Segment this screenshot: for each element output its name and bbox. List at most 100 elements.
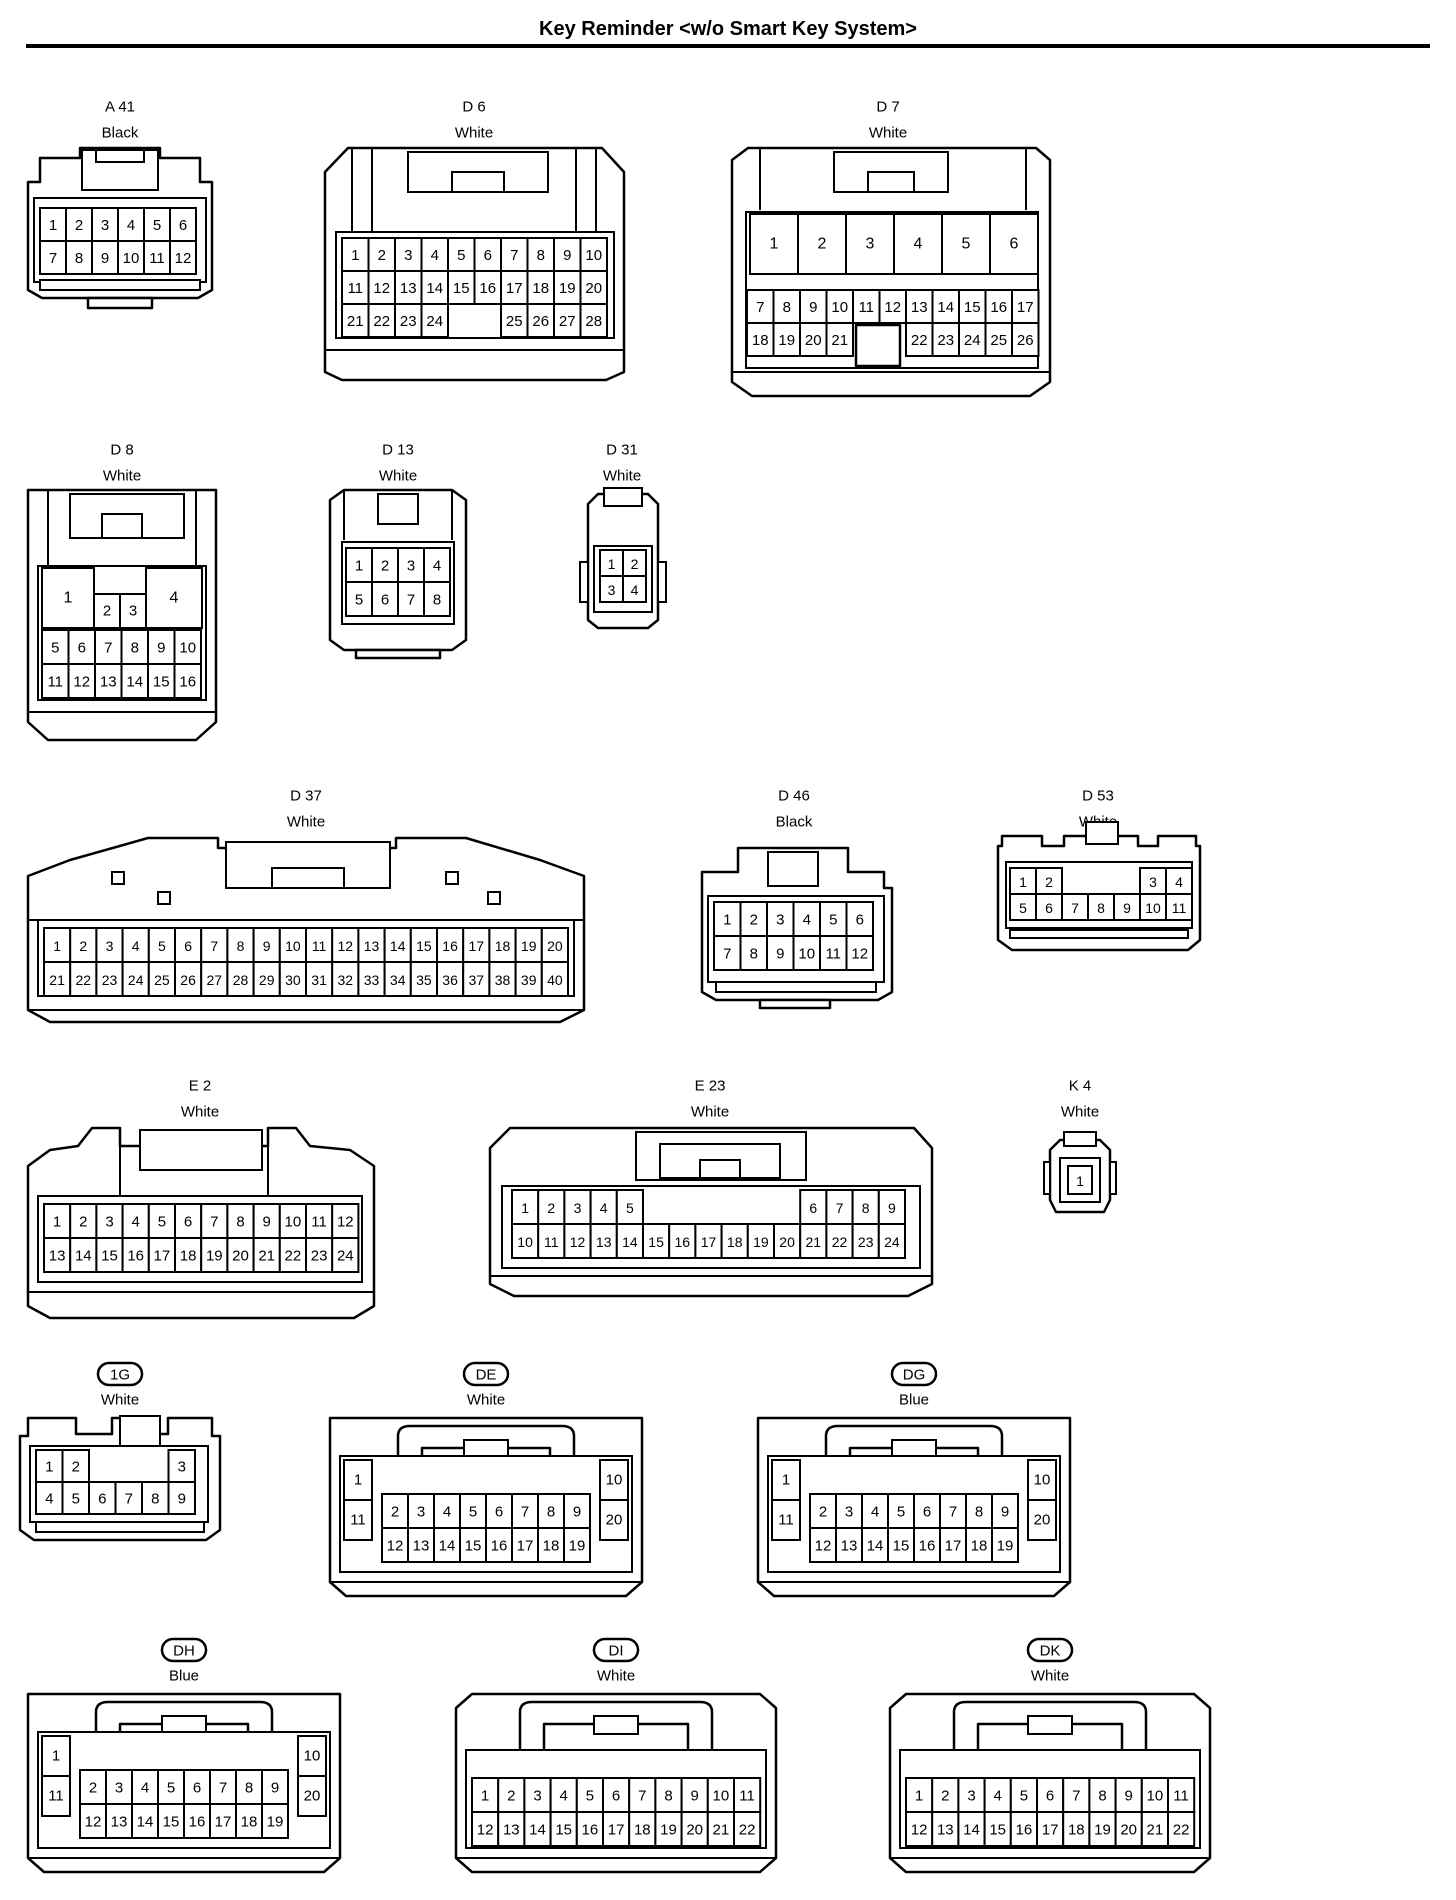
pin-number: 8	[862, 1200, 870, 1216]
pin-cell	[514, 927, 543, 963]
housing-outline	[603, 487, 643, 507]
pin-number: 15	[416, 938, 432, 954]
pin-number: 1	[45, 1459, 53, 1476]
pin-number: 18	[241, 1814, 258, 1831]
pin-cell	[1027, 1499, 1057, 1541]
pin-number: 13	[49, 1248, 66, 1265]
pin-cell	[984, 289, 1013, 324]
housing-shape	[354, 648, 442, 660]
pin-number: 23	[102, 972, 118, 988]
pin-number: 37	[469, 972, 485, 988]
pin-cell	[549, 1777, 578, 1813]
pin-cell	[200, 1237, 229, 1273]
housing-shape	[518, 1700, 714, 1750]
pin-cell	[622, 575, 647, 603]
pin-number: 5	[1019, 900, 1027, 916]
pin-number: 10	[1145, 900, 1161, 916]
pin-number: 22	[76, 972, 92, 988]
pin-number: 7	[407, 592, 415, 609]
pin-number: 10	[285, 1214, 302, 1231]
pin-number: 8	[537, 247, 545, 264]
housing-outline	[101, 513, 143, 539]
pin-number: 8	[236, 1214, 244, 1231]
pin-number: 8	[245, 1780, 253, 1797]
pin-cell	[473, 270, 502, 305]
pin-number: 11	[350, 1512, 366, 1529]
pin-number: 6	[495, 1504, 503, 1521]
pin-cell	[43, 961, 72, 997]
pin-number: 12	[338, 938, 354, 954]
pin-cell	[433, 1527, 461, 1563]
housing-outline	[451, 171, 505, 193]
connector-code: D 46	[778, 788, 810, 805]
pin-number: 2	[547, 1200, 555, 1216]
housing-outline	[1027, 1715, 1073, 1735]
pin-number: 1	[52, 1748, 60, 1765]
pin-cell	[105, 1803, 133, 1839]
pin-cell	[825, 289, 854, 324]
pin-number: 28	[233, 972, 249, 988]
pin-number: 14	[137, 1814, 154, 1831]
pin-cell	[1035, 867, 1063, 895]
connector-code-badge	[160, 1637, 208, 1663]
pin-cell	[297, 1735, 327, 1777]
pin-number: 20	[304, 1788, 321, 1805]
pin-number: 11	[778, 1512, 794, 1529]
pin-number: 22	[832, 1234, 848, 1250]
pin-number: 11	[1173, 1788, 1189, 1805]
pin-number: 35	[416, 972, 432, 988]
pin-number: 4	[141, 1780, 149, 1797]
connector-code: E 23	[695, 1078, 726, 1095]
pin-cell	[145, 567, 203, 629]
pin-cell	[423, 581, 451, 617]
pin-cell	[511, 1493, 539, 1529]
pin-cell	[1035, 893, 1063, 921]
pin-number: 9	[563, 247, 571, 264]
pin-number: 23	[311, 1248, 328, 1265]
pin-number: 14	[963, 1822, 980, 1839]
pin-number: 19	[660, 1822, 677, 1839]
pin-number: 2	[819, 1504, 827, 1521]
pin-cell	[1165, 867, 1193, 895]
housing-shape	[952, 1700, 1148, 1750]
pin-cell	[297, 1775, 327, 1817]
pin-cell	[511, 1527, 539, 1563]
pin-number: 9	[888, 1200, 896, 1216]
pin-cell	[825, 322, 854, 357]
connector-color: White	[467, 1392, 505, 1409]
pin-number: 22	[1173, 1822, 1190, 1839]
housing-outline	[487, 891, 501, 905]
pin-number: 4	[127, 217, 135, 234]
pin-number: 8	[664, 1788, 672, 1805]
pin-cell	[809, 1527, 837, 1563]
pin-number: 30	[285, 972, 301, 988]
housing-outline	[699, 1159, 741, 1179]
pin-number: 8	[547, 1504, 555, 1521]
pin-number: 11	[858, 299, 874, 316]
pin-number: 25	[506, 313, 523, 330]
pin-number: 1	[782, 1472, 790, 1489]
pin-number: 2	[75, 217, 83, 234]
connector-code: D 8	[110, 442, 133, 459]
pin-number: 27	[559, 313, 576, 330]
pin-number: 14	[439, 1538, 456, 1555]
connector-color: White	[597, 1668, 635, 1685]
pin-cell	[1114, 1777, 1143, 1813]
pin-number: 23	[400, 313, 417, 330]
pin-cell	[226, 961, 255, 997]
pin-number: 6	[484, 247, 492, 264]
pin-number: 11	[149, 250, 165, 267]
pin-number: 8	[750, 946, 758, 963]
pin-number: 3	[1149, 874, 1157, 890]
pin-number: 2	[89, 1780, 97, 1797]
pin-number: 18	[971, 1538, 988, 1555]
pin-number: 3	[866, 236, 875, 253]
housing-shape	[758, 998, 832, 1010]
pin-number: 24	[884, 1234, 900, 1250]
connector-color: White	[101, 1392, 139, 1409]
